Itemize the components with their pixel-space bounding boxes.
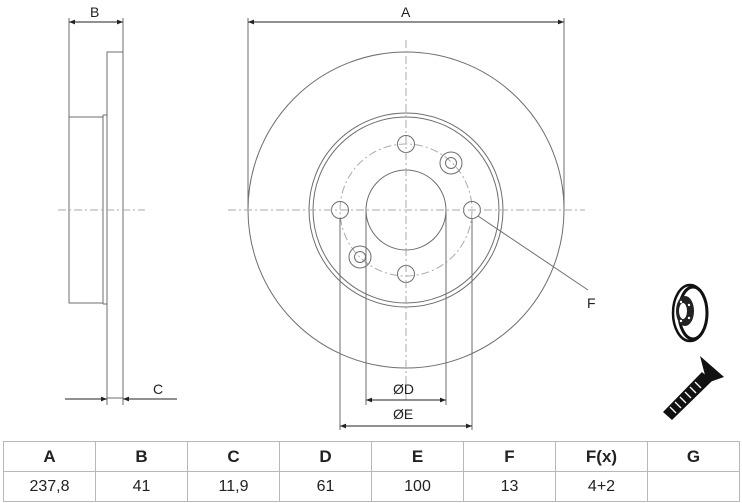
header-f: F <box>463 441 556 472</box>
value-b: 41 <box>95 471 188 502</box>
value-a: 237,8 <box>3 471 96 502</box>
value-g <box>647 471 740 502</box>
value-f: 13 <box>463 471 556 502</box>
header-fx: F(x) <box>555 441 648 472</box>
dimension-f-label: F <box>587 295 596 311</box>
dimension-a-label: A <box>401 4 411 20</box>
threaded-hole-lower-left <box>348 245 372 269</box>
value-e: 100 <box>371 471 464 502</box>
disc-friction-ring-side <box>106 51 124 399</box>
dimension-b-label: B <box>90 4 99 20</box>
header-e: E <box>371 441 464 472</box>
header-a: A <box>3 441 96 472</box>
specification-table: A B C D E F F(x) G 237,8 41 11,9 61 100 … <box>3 441 740 502</box>
header-d: D <box>279 441 372 472</box>
spec-table-header-row: A B C D E F F(x) G <box>3 441 740 472</box>
dimension-d-label: ØD <box>393 381 414 397</box>
threaded-hole-upper-right <box>439 151 463 175</box>
value-c: 11,9 <box>187 471 280 502</box>
value-d: 61 <box>279 471 372 502</box>
header-g: G <box>647 441 740 472</box>
spec-table-value-row: 237,8 41 11,9 61 100 13 4+2 <box>3 471 740 502</box>
dimension-f-leader <box>477 215 589 291</box>
front-view <box>228 18 589 430</box>
header-c: C <box>187 441 280 472</box>
brake-disc-icon <box>671 283 709 343</box>
technical-drawing: B C A F ØD ØE <box>58 4 724 430</box>
countersunk-screw-icon <box>663 356 724 420</box>
value-fx: 4+2 <box>555 471 648 502</box>
dimension-c-label: C <box>153 381 163 397</box>
side-view <box>58 18 177 405</box>
header-b: B <box>95 441 188 472</box>
dimension-e-label: ØE <box>393 406 413 422</box>
